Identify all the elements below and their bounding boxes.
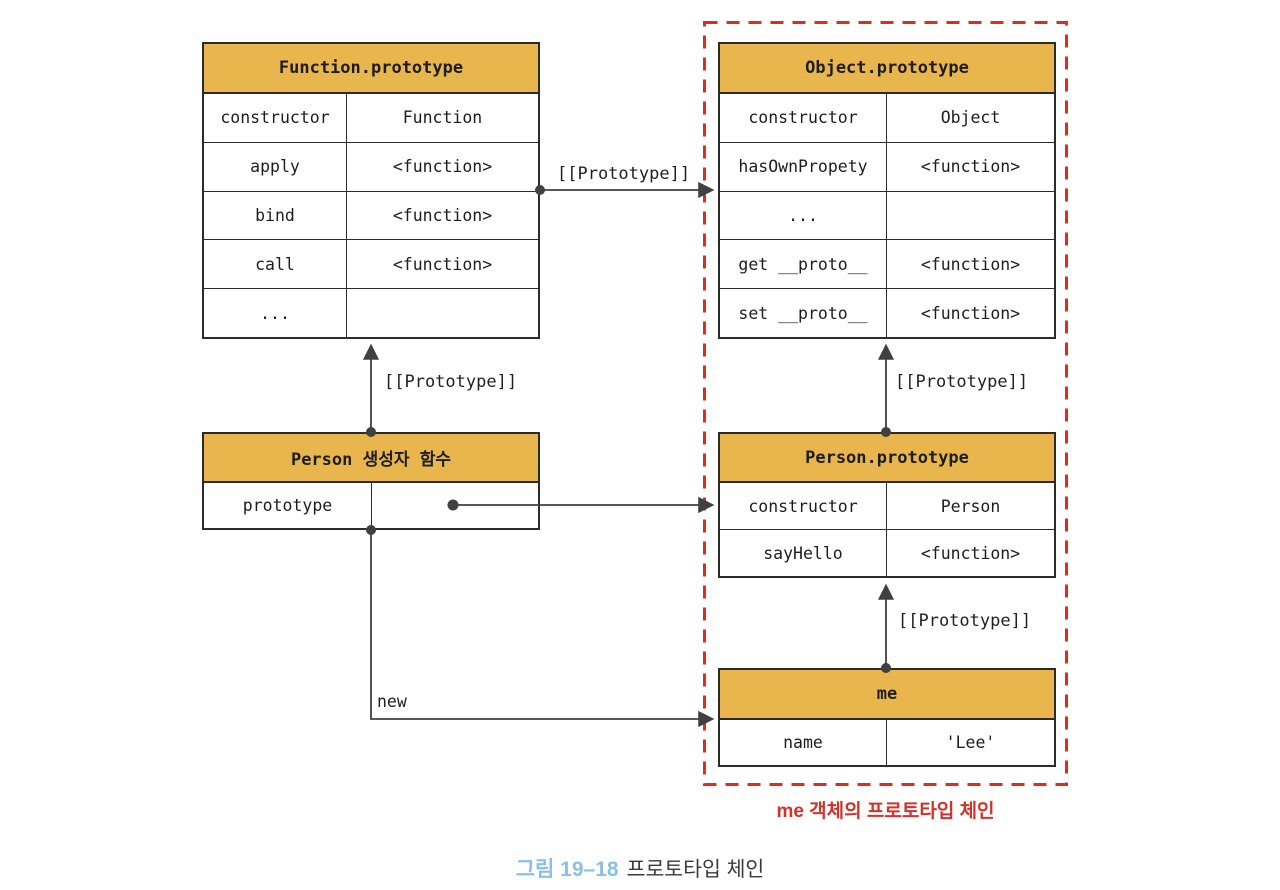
table-row: set __proto__ <function>	[720, 288, 1054, 337]
property-value: <function>	[920, 303, 1021, 323]
property-name: constructor	[720, 94, 887, 142]
prototype-chain-caption: me 객체의 프로토타입 체인	[776, 801, 995, 822]
table-row: ...	[720, 190, 1054, 240]
property-value	[347, 289, 538, 337]
table-row: constructor Person	[720, 483, 1054, 529]
property-name: hasOwnPropety	[720, 142, 887, 191]
property-value: Function	[402, 108, 483, 128]
property-name: prototype	[204, 483, 372, 528]
arrow-new-person-to-me	[366, 525, 715, 728]
property-value: <function>	[392, 205, 493, 225]
table-title: Object.prototype	[720, 44, 1054, 94]
table-row: constructor Object	[720, 94, 1054, 142]
table-title: Person.prototype	[720, 434, 1054, 483]
property-value: <function>	[920, 543, 1021, 563]
prototype-link-label-right: [[Prototype]]	[895, 372, 1029, 392]
figure-number: 그림 19–18	[515, 858, 619, 881]
table-row: call <function>	[204, 239, 538, 289]
property-value: 'Lee'	[945, 733, 996, 752]
property-name: call	[204, 240, 347, 289]
arrow-person-prototype-to-object-prototype	[877, 343, 895, 437]
property-value: Person	[940, 496, 1001, 516]
property-value: Object	[940, 108, 1001, 128]
new-operator-label: new	[377, 692, 407, 711]
table-title: Person 생성자 함수	[204, 434, 538, 483]
property-name: ...	[720, 191, 887, 240]
property-value: <function>	[920, 157, 1021, 177]
table-person-prototype: Person.prototype constructor Person sayH…	[718, 432, 1056, 578]
arrow-me-to-person-prototype	[877, 583, 895, 673]
arrow-function-to-object-prototype	[535, 181, 715, 199]
property-name: set __proto__	[720, 289, 887, 337]
prototype-link-label-me: [[Prototype]]	[898, 611, 1032, 631]
property-value: <function>	[392, 254, 493, 274]
property-value	[887, 192, 1054, 240]
property-name: apply	[204, 142, 347, 191]
table-row: name 'Lee'	[720, 720, 1054, 765]
table-row: apply <function>	[204, 141, 538, 191]
table-row: bind <function>	[204, 190, 538, 240]
table-row: hasOwnPropety <function>	[720, 141, 1054, 191]
table-row: constructor Function	[204, 94, 538, 142]
prototype-link-label-left: [[Prototype]]	[384, 372, 518, 392]
property-value	[372, 483, 538, 528]
property-name: constructor	[204, 94, 347, 142]
property-name: get __proto__	[720, 240, 887, 289]
table-me: me name 'Lee'	[718, 668, 1056, 767]
table-row: prototype	[204, 483, 538, 528]
figure-title: 프로토타입 체인	[626, 858, 765, 881]
table-title: Function.prototype	[204, 44, 538, 94]
property-name: bind	[204, 191, 347, 240]
table-title: me	[720, 670, 1054, 720]
table-row: sayHello <function>	[720, 529, 1054, 576]
table-row: ...	[204, 288, 538, 337]
prototype-link-label-top: [[Prototype]]	[557, 164, 691, 184]
property-value: <function>	[392, 157, 493, 177]
table-function-prototype: Function.prototype constructor Function …	[202, 42, 540, 339]
property-name: constructor	[720, 483, 887, 529]
property-name: ...	[204, 289, 347, 337]
table-object-prototype: Object.prototype constructor Object hasO…	[718, 42, 1056, 339]
property-name: sayHello	[720, 530, 887, 576]
property-name: name	[720, 720, 887, 765]
property-value: <function>	[920, 254, 1021, 274]
table-person-constructor: Person 생성자 함수 prototype	[202, 432, 540, 530]
figure-caption: 그림 19–18 프로토타입 체인	[0, 852, 1280, 883]
arrow-person-constructor-to-function-prototype	[362, 343, 380, 437]
table-row: get __proto__ <function>	[720, 239, 1054, 289]
